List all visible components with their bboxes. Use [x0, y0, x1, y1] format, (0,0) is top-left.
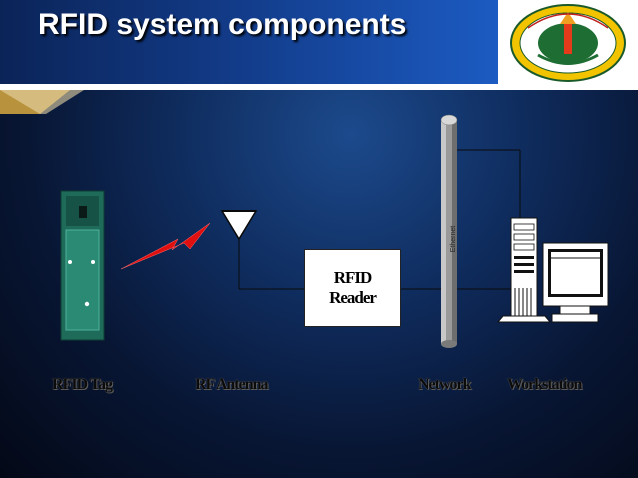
- slide-title: RFID system components: [38, 8, 407, 41]
- antenna-icon: [220, 210, 258, 241]
- rfid-tag-label: RFID Tag: [52, 376, 113, 393]
- network-pipe-icon: [440, 114, 458, 348]
- workstation-computer-icon: [496, 217, 609, 323]
- title-bar: [0, 0, 498, 84]
- lightning-bolt-icon: [120, 222, 211, 270]
- rf-antenna-label: RF Antenna: [195, 376, 269, 393]
- rfid-reader-box: RFID Reader: [304, 249, 401, 327]
- workstation-label: Workstation: [507, 376, 582, 393]
- reader-label-line-1: RFID: [333, 268, 373, 287]
- header-divider: [0, 84, 638, 90]
- logo-panel: [498, 0, 638, 90]
- connection-lines: [238, 149, 521, 290]
- network-label: Network: [418, 376, 472, 393]
- ethernet-label: Ethernet: [450, 225, 457, 253]
- corner-decoration: [0, 90, 84, 114]
- rfid-tag-icon: [60, 190, 105, 341]
- crest-logo-icon: [510, 4, 626, 82]
- reader-label-line-2: Reader: [329, 288, 377, 307]
